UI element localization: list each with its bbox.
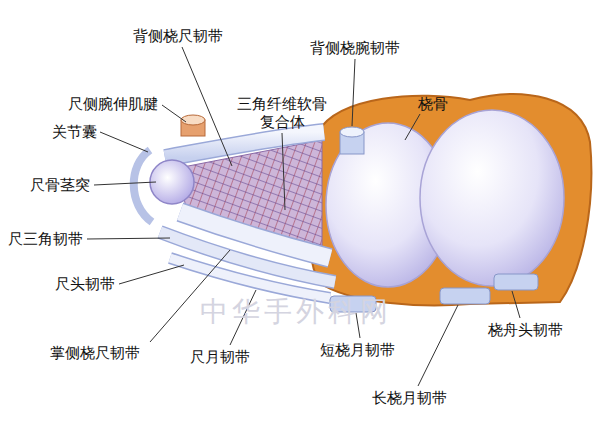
ligament-end (340, 127, 364, 137)
joint-capsule (134, 150, 152, 222)
radioscaphocapitate-ligament (494, 274, 538, 290)
radius-bone (306, 94, 591, 305)
ligament-label: 桡舟头韧带 (488, 321, 563, 339)
watermark: 中华手外科网 (200, 296, 392, 328)
ligament-label: 背侧桡腕韧带 (310, 39, 400, 57)
ligament-label: 背侧桡尺韧带 (133, 27, 223, 45)
tfcc-label: 三角纤维软骨 复合体 (234, 95, 330, 131)
ligament-label: 尺三角韧带 (8, 230, 83, 248)
bone-label: 尺骨茎突 (30, 176, 90, 194)
bone-label: 桡骨 (418, 95, 448, 113)
long-radiolunate-ligament (440, 288, 490, 304)
ligament-label: 尺头韧带 (55, 275, 115, 293)
tendon-label: 尺侧腕伸肌腱 (68, 95, 158, 113)
ulnar-styloid (150, 160, 194, 204)
ligament-label: 短桡月韧带 (320, 341, 395, 359)
ligament-label: 尺月韧带 (190, 348, 250, 366)
ligament-label: 掌侧桡尺韧带 (50, 344, 140, 362)
cartilage-facet (420, 110, 564, 286)
capsule-label: 关节囊 (52, 123, 97, 141)
ecu-tendon-end (181, 115, 205, 125)
ligament-label: 长桡月韧带 (372, 389, 447, 407)
